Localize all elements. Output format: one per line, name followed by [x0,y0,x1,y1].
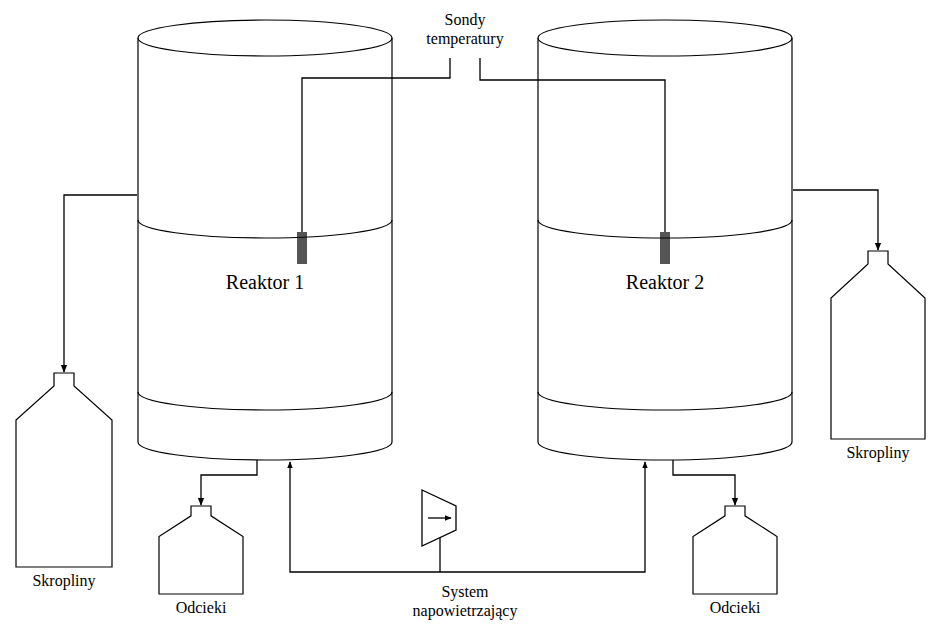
reactor-label: Reaktor 1 [137,270,393,294]
collection-bottle: Odcieki [690,505,780,617]
reactor-top [138,20,392,56]
reactor-level-line [538,220,792,238]
reactor-level-line [138,220,392,238]
bottle-body [16,373,112,567]
reactor-level-line [538,392,792,410]
aeration-label: System napowietrzający [404,582,526,620]
bottle-label: Skropliny [828,443,928,462]
bottle-outline [15,372,113,568]
aeration-pipe [290,462,645,572]
reactor-wall [137,38,138,442]
bottle-outline [830,250,926,440]
bottle-body [159,506,243,594]
reactor-outline [537,20,793,460]
reactor-bottom [138,442,392,460]
reactor-wall [791,38,792,442]
drain-connector [673,460,735,505]
blower-pipe [439,538,440,572]
drain-connector [64,195,137,372]
blower-arrow [428,517,451,518]
bottle-body [693,506,777,594]
bottle-body [831,251,925,439]
bottle-label: Odcieki [156,598,246,617]
reactor-wall [537,38,538,442]
reactor-label: Reaktor 2 [537,270,793,294]
reactor-outline [137,20,393,460]
temperature-probe [660,232,670,264]
reactor-tank: Reaktor 2 [537,20,793,460]
reactor-tank: Reaktor 1 [137,20,393,460]
reactor-level-line [138,392,392,410]
reactor-top [538,20,792,56]
collection-bottle: Skropliny [828,250,928,462]
bottle-label: Odcieki [690,598,780,617]
bottle-outline [692,505,778,595]
blower-symbol [422,490,456,546]
collection-bottle: Odcieki [156,505,246,617]
probe-label: Sondy temperatury [419,10,511,48]
drain-connector [793,190,878,250]
bottle-outline [158,505,244,595]
reactor-bottom [538,442,792,460]
drain-connector [201,460,257,505]
probe-wire [480,58,665,232]
reactor-wall [391,38,392,442]
bottle-label: Skropliny [13,571,115,590]
probe-wire [302,58,450,232]
collection-bottle: Skropliny [13,372,115,590]
